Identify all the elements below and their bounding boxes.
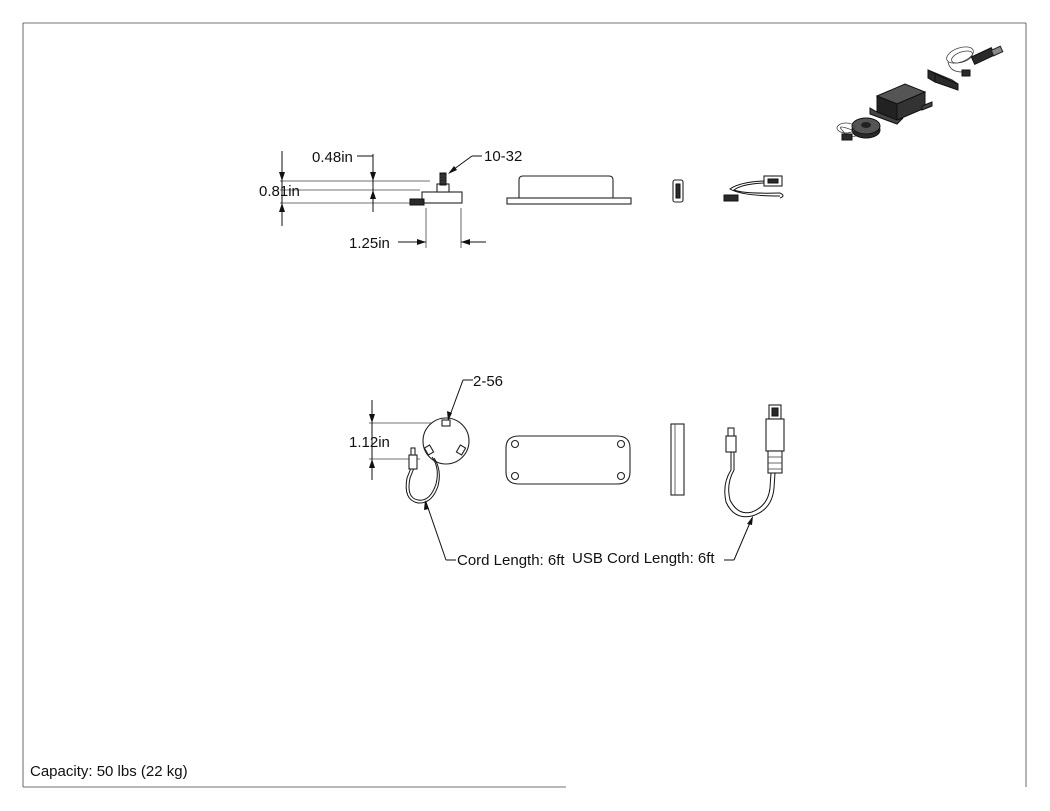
dimension-width-side: 1.25in xyxy=(349,235,390,252)
dimension-height-total: 0.81in xyxy=(259,183,300,200)
enclosure-top-view xyxy=(505,435,631,485)
usb-cable-side-view xyxy=(723,175,784,202)
sensor-top-view xyxy=(369,379,473,561)
thread-label-top: 10-32 xyxy=(484,148,522,165)
usb-cord-length-callout: USB Cord Length: 6ft xyxy=(572,550,715,567)
enclosure-iso xyxy=(869,83,933,125)
usb-dongle-end-view xyxy=(672,179,684,203)
enclosure-side-view xyxy=(506,175,632,205)
usb-dongle-top-view xyxy=(670,423,685,496)
dimension-height-top: 0.48in xyxy=(312,149,353,166)
dimension-sensor-diameter: 1.12in xyxy=(349,434,390,451)
usb-dongle-iso xyxy=(927,69,959,91)
isometric-assembly-view xyxy=(836,45,1004,141)
sheet-border xyxy=(22,22,1027,788)
capacity-note: Capacity: 50 lbs (22 kg) xyxy=(30,763,188,780)
usb-cable-top-view xyxy=(724,404,785,561)
load-sensor-iso xyxy=(836,117,881,141)
thread-label-sensor: 2-56 xyxy=(473,373,503,390)
sensor-side-view xyxy=(279,151,486,248)
sensor-cord-length-callout: Cord Length: 6ft xyxy=(457,552,565,569)
usb-cable-iso xyxy=(946,45,1004,77)
